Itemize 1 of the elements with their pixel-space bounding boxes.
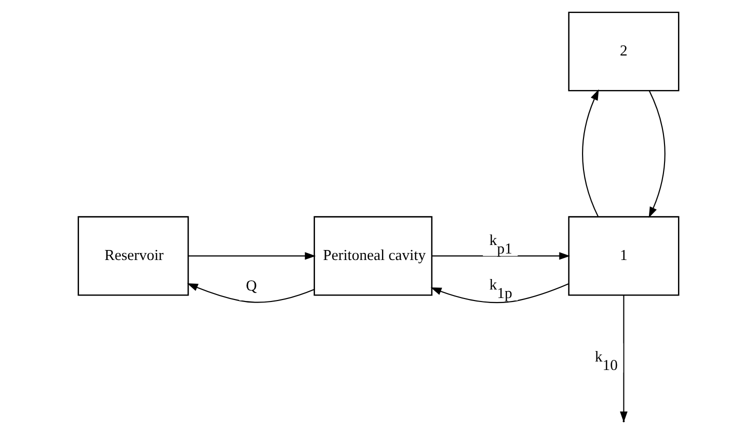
edge-label: Q — [245, 277, 256, 294]
